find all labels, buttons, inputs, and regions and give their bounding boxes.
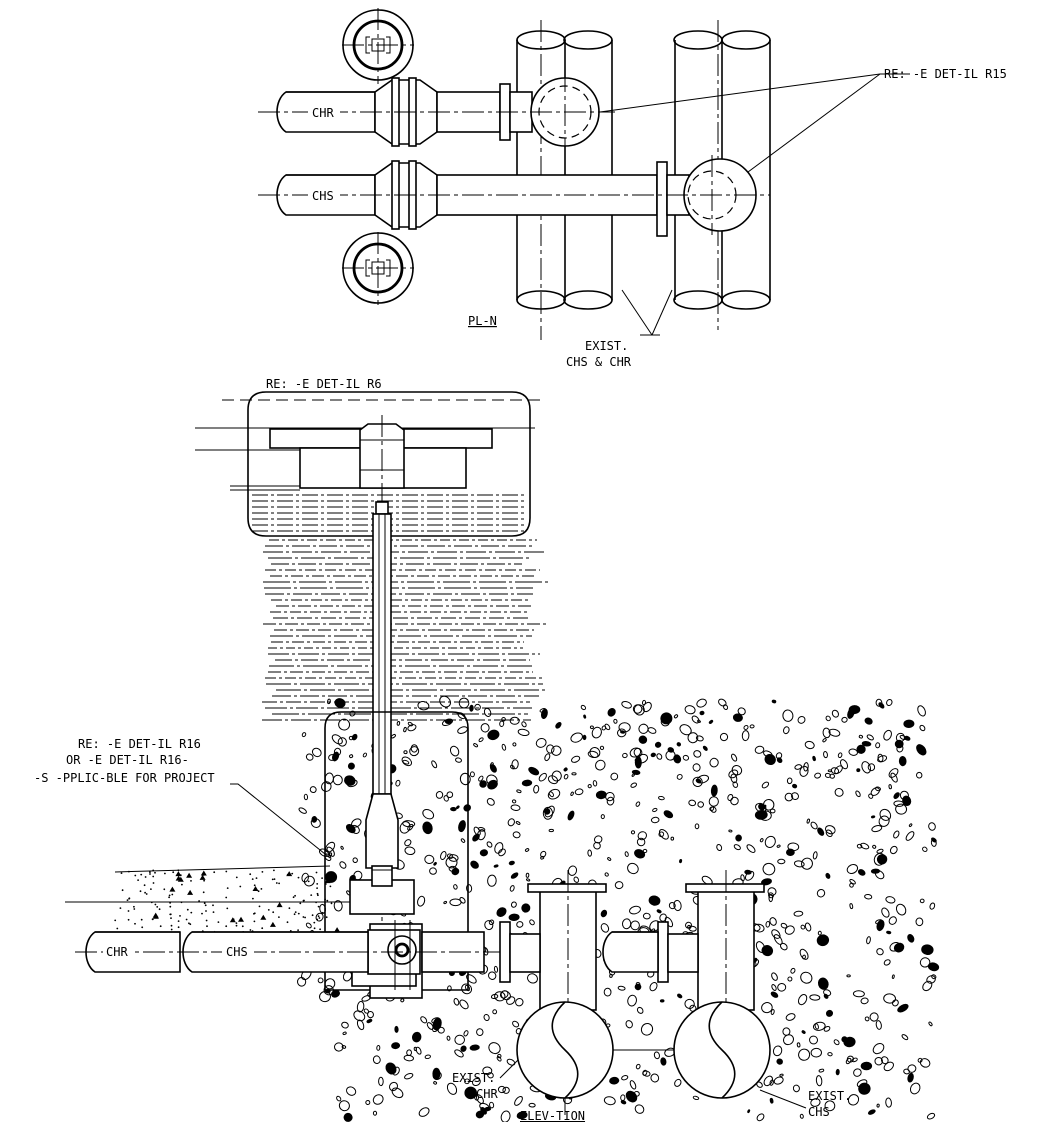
exist-chs-main — [673, 1001, 771, 1099]
valve-box-surface-outline — [247, 391, 531, 537]
plan-chr-pipe — [258, 70, 615, 155]
elevation-note-left-3: -S -PPLIC-BLE FOR PROJECT — [34, 771, 215, 785]
plan-chr-label: CHR — [312, 106, 334, 120]
plan-chs-label: CHS — [312, 189, 334, 203]
exist-chs-label-1: EXIST. — [808, 1089, 851, 1103]
plan-exist-label-1: EXIST. — [585, 339, 628, 353]
plan-valve-box-bottom — [342, 232, 414, 305]
plan-exist-label-2: CHS & CHR — [566, 355, 632, 369]
sand-layer — [65, 865, 352, 951]
plan-view: CHR CHS RE: -E DET-IL R15 PL-N EXIST. CH… — [258, 8, 1007, 369]
elevation-view: RE: -E DET-IL R6 RE: -E DET-IL R16 OR -E… — [34, 377, 940, 1122]
exist-chr-main — [516, 1001, 614, 1099]
elevation-note-left-1: RE: -E DET-IL R16 — [78, 737, 201, 751]
plan-chs-pipe — [258, 155, 770, 237]
elevation-leaders — [222, 399, 807, 1115]
exist-chs-label-2: CHS — [808, 1105, 830, 1119]
exist-chr-label-2: CHR — [476, 1087, 498, 1101]
elevation-note-top: RE: -E DET-IL R6 — [266, 377, 382, 391]
plan-leaders — [599, 73, 910, 336]
elevation-chs-label: CHS — [226, 945, 248, 959]
elevation-title: ELEV-TION — [520, 1109, 585, 1122]
earth-hatch — [252, 494, 548, 721]
plan-title: PL-N — [468, 314, 497, 328]
exist-chr-label-1: EXIST. — [452, 1071, 495, 1085]
elevation-pipes — [75, 931, 498, 973]
plan-note-ref: RE: -E DET-IL R15 — [884, 67, 1007, 81]
elevation-note-left-2: OR -E DET-IL R16- — [66, 753, 189, 767]
elevation-chr-label: CHR — [106, 945, 128, 959]
plan-existing-pipes — [516, 20, 771, 340]
plan-valve-box-top — [342, 8, 414, 84]
